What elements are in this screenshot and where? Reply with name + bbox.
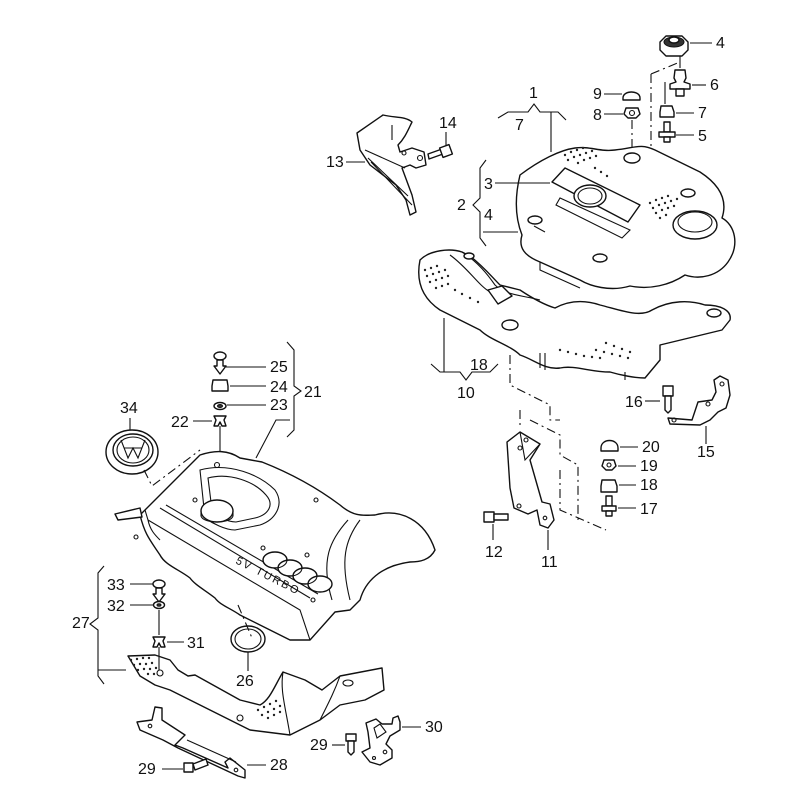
- callout-26: 26: [236, 673, 254, 690]
- lower-tray-left[interactable]: [127, 654, 385, 736]
- callout-15: 15: [697, 444, 715, 461]
- callout-23: 23: [270, 397, 288, 414]
- bolt-16[interactable]: [662, 385, 674, 414]
- nut-8[interactable]: [623, 107, 641, 119]
- callout-17: 17: [640, 501, 658, 518]
- bracket-15[interactable]: [667, 375, 731, 426]
- upper-engine-cover[interactable]: [515, 145, 736, 290]
- cap-20[interactable]: [600, 439, 619, 452]
- callout-24: 24: [270, 379, 288, 396]
- cap-9[interactable]: [622, 91, 641, 101]
- callout-34: 34: [120, 400, 138, 417]
- callout-27: 27: [72, 615, 90, 632]
- callout-10: 10: [457, 385, 475, 402]
- callout-9: 9: [593, 86, 602, 103]
- lower-tray-right[interactable]: [418, 249, 731, 380]
- callout-28: 28: [270, 757, 288, 774]
- callout-1: 1: [529, 85, 538, 102]
- lower-engine-cover[interactable]: 5V TURBO: [114, 450, 436, 641]
- callout-4-mount: 4: [716, 35, 725, 52]
- vent-dots: [563, 146, 679, 220]
- nut-19[interactable]: [601, 459, 617, 471]
- callout-31: 31: [187, 635, 205, 652]
- audi-rings-logo: [262, 551, 333, 593]
- callout-4-cover: 4: [484, 207, 493, 224]
- bolt-29-right[interactable]: [345, 733, 357, 756]
- fastener-stack-21[interactable]: [211, 351, 229, 458]
- callout-2-group: 2 3 4: [457, 159, 550, 247]
- bracket-30[interactable]: [361, 715, 401, 766]
- callout-8: 8: [593, 107, 602, 124]
- callout-33: 33: [107, 577, 125, 594]
- callout-7-grommet: 7: [698, 105, 707, 122]
- callout-18-tray: 18: [470, 357, 488, 374]
- bolt-12[interactable]: [483, 511, 509, 523]
- bracket-13[interactable]: [356, 114, 427, 216]
- callout-2: 2: [457, 197, 466, 214]
- callout-19: 19: [640, 458, 658, 475]
- callout-32: 32: [107, 598, 125, 615]
- bolt-5[interactable]: [658, 121, 676, 143]
- callout-14: 14: [439, 115, 457, 132]
- bolt-14[interactable]: [427, 143, 454, 160]
- bolt-29-left[interactable]: [183, 758, 209, 773]
- callout-12: 12: [485, 544, 503, 561]
- bracket-11[interactable]: [506, 431, 555, 529]
- callout-20: 20: [642, 439, 660, 456]
- grommet-18[interactable]: [600, 479, 618, 493]
- callout-11: 11: [541, 554, 558, 571]
- mount-4[interactable]: [659, 35, 689, 57]
- callout-18-grommet: 18: [640, 477, 658, 494]
- callout-30: 30: [425, 719, 443, 736]
- callout-21: 21: [304, 384, 322, 401]
- callout-13: 13: [326, 154, 344, 171]
- callout-6: 6: [710, 77, 719, 94]
- callout-22: 22: [171, 414, 189, 431]
- bolt-17[interactable]: [601, 495, 617, 517]
- callout-5: 5: [698, 128, 707, 145]
- callout-10-group: 18 10: [430, 318, 499, 402]
- vw-emblem-34[interactable]: [105, 429, 159, 475]
- grommet-7[interactable]: [659, 105, 675, 118]
- callout-29-right: 29: [310, 737, 328, 754]
- callout-16: 16: [625, 394, 643, 411]
- callout-7-top: 7: [515, 117, 524, 134]
- callout-1-group: 1 7: [497, 85, 567, 152]
- stud-6[interactable]: [669, 69, 691, 97]
- callout-29-left: 29: [138, 761, 156, 778]
- callout-25: 25: [270, 359, 288, 376]
- bracket-28[interactable]: [136, 706, 246, 779]
- callout-3: 3: [484, 176, 493, 193]
- fastener-stack-27[interactable]: [152, 579, 166, 670]
